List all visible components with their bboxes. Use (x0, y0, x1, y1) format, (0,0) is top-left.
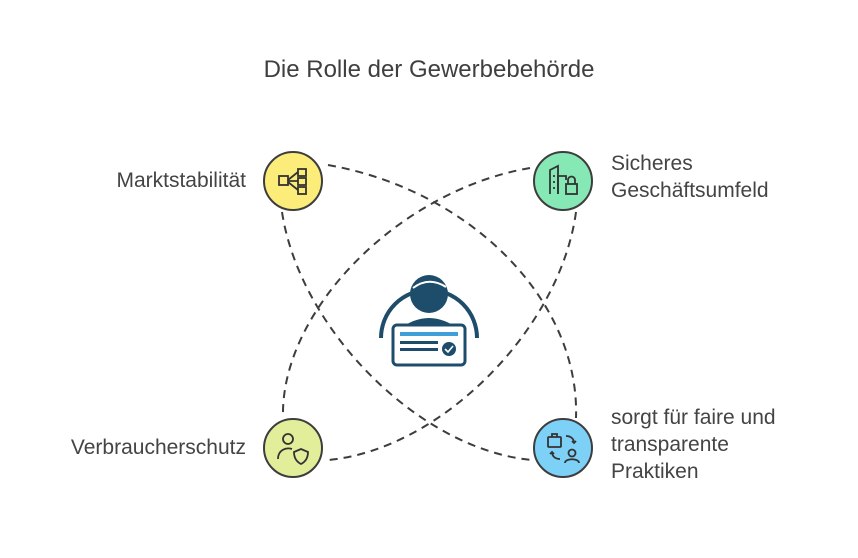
node-circle (533, 151, 593, 211)
official-with-id-card-icon (379, 275, 479, 367)
secure-buildings-icon (549, 164, 578, 195)
label-line: Praktiken (611, 460, 699, 483)
user-shield-icon (277, 433, 309, 466)
node-marktstabilitaet (263, 151, 323, 211)
node-faire-praktiken (533, 418, 593, 478)
node-circle (533, 418, 593, 478)
arc-right-top-to-bottom-left (327, 211, 577, 461)
diagram-title: Die Rolle der Gewerbebehörde (263, 56, 595, 83)
label-line: Sicheres (611, 152, 693, 175)
label-faire-praktiken: sorgt für faire und transparente Praktik… (611, 404, 776, 485)
label-line: sorgt für faire und (611, 406, 776, 429)
briefcase-exchange-icon (547, 433, 580, 464)
hierarchy-icon (278, 168, 307, 195)
arc-top-right-to-bottom-left (281, 167, 531, 419)
label-sicheres-geschaeftsumfeld: Sicheres Geschäftsumfeld (611, 150, 769, 204)
node-verbraucherschutz (263, 418, 323, 478)
label-line: Geschäftsumfeld (611, 179, 769, 202)
node-circle (263, 418, 323, 478)
label-verbraucherschutz: Verbraucherschutz (70, 436, 246, 459)
node-sicheres-geschaeftsumfeld (533, 151, 593, 211)
label-line: transparente (611, 433, 729, 456)
label-marktstabilitaet: Marktstabilität (116, 169, 246, 192)
arc-left-top-to-bottom-right (281, 211, 533, 461)
arc-top-to-bottom-right (327, 164, 578, 419)
